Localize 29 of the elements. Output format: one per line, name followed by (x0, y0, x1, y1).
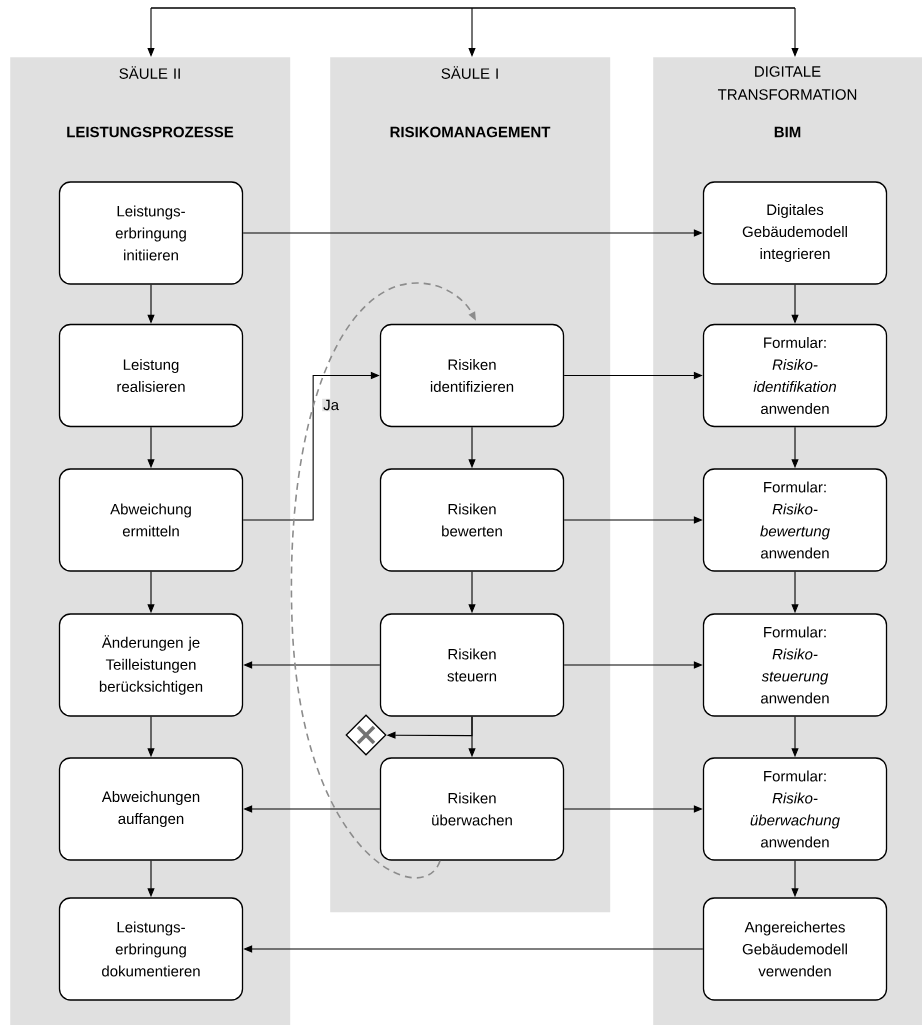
process-box: Leistungs- erbringung dokumentieren (58, 897, 244, 1001)
process-box: Abweichung ermitteln (58, 468, 244, 572)
process-box: Risiken steuern (379, 613, 565, 717)
process-box: Leistungs- erbringung initiieren (58, 181, 244, 285)
column-title: BIM (774, 126, 801, 138)
column-title: RISIKOMANAGEMENT (390, 126, 551, 138)
column-heading: SÄULE II (119, 66, 180, 79)
column-heading: DIGITALE TRANSFORMATION (718, 66, 857, 100)
process-box: Formular: Risiko- steuerung anwenden (702, 613, 888, 717)
process-box: Risiken überwachen (379, 757, 565, 861)
gateway-diamond (345, 714, 387, 756)
arrow (468, 7, 476, 57)
process-box: Digitales Gebäudemodell integrieren (702, 181, 888, 285)
process-box: Formular: Risiko- identifikation anwenden (702, 323, 888, 428)
column-title: LEISTUNGSPROZESSE (67, 126, 234, 138)
process-box: Angereichertes Gebäudemodell verwenden (702, 897, 888, 1001)
process-box: Änderungen je Teilleistungen berücksichtigen (58, 613, 244, 717)
process-box: Abweichungen auffangen (58, 757, 244, 861)
arrow (290, 282, 476, 879)
process-box: Formular: Risiko- bewertung anwenden (702, 468, 888, 572)
arrow (791, 7, 799, 57)
connector-line (150, 7, 796, 9)
process-box: Risiken identifizieren (379, 323, 565, 428)
edge-label: Ja (322, 398, 341, 412)
process-box: Formular: Risiko- überwachung anwenden (702, 757, 888, 861)
process-box: Risiken bewerten (379, 468, 565, 572)
process-box: Leistung realisieren (58, 323, 244, 428)
arrow (147, 7, 155, 57)
column-heading: SÄULE I (441, 66, 498, 79)
